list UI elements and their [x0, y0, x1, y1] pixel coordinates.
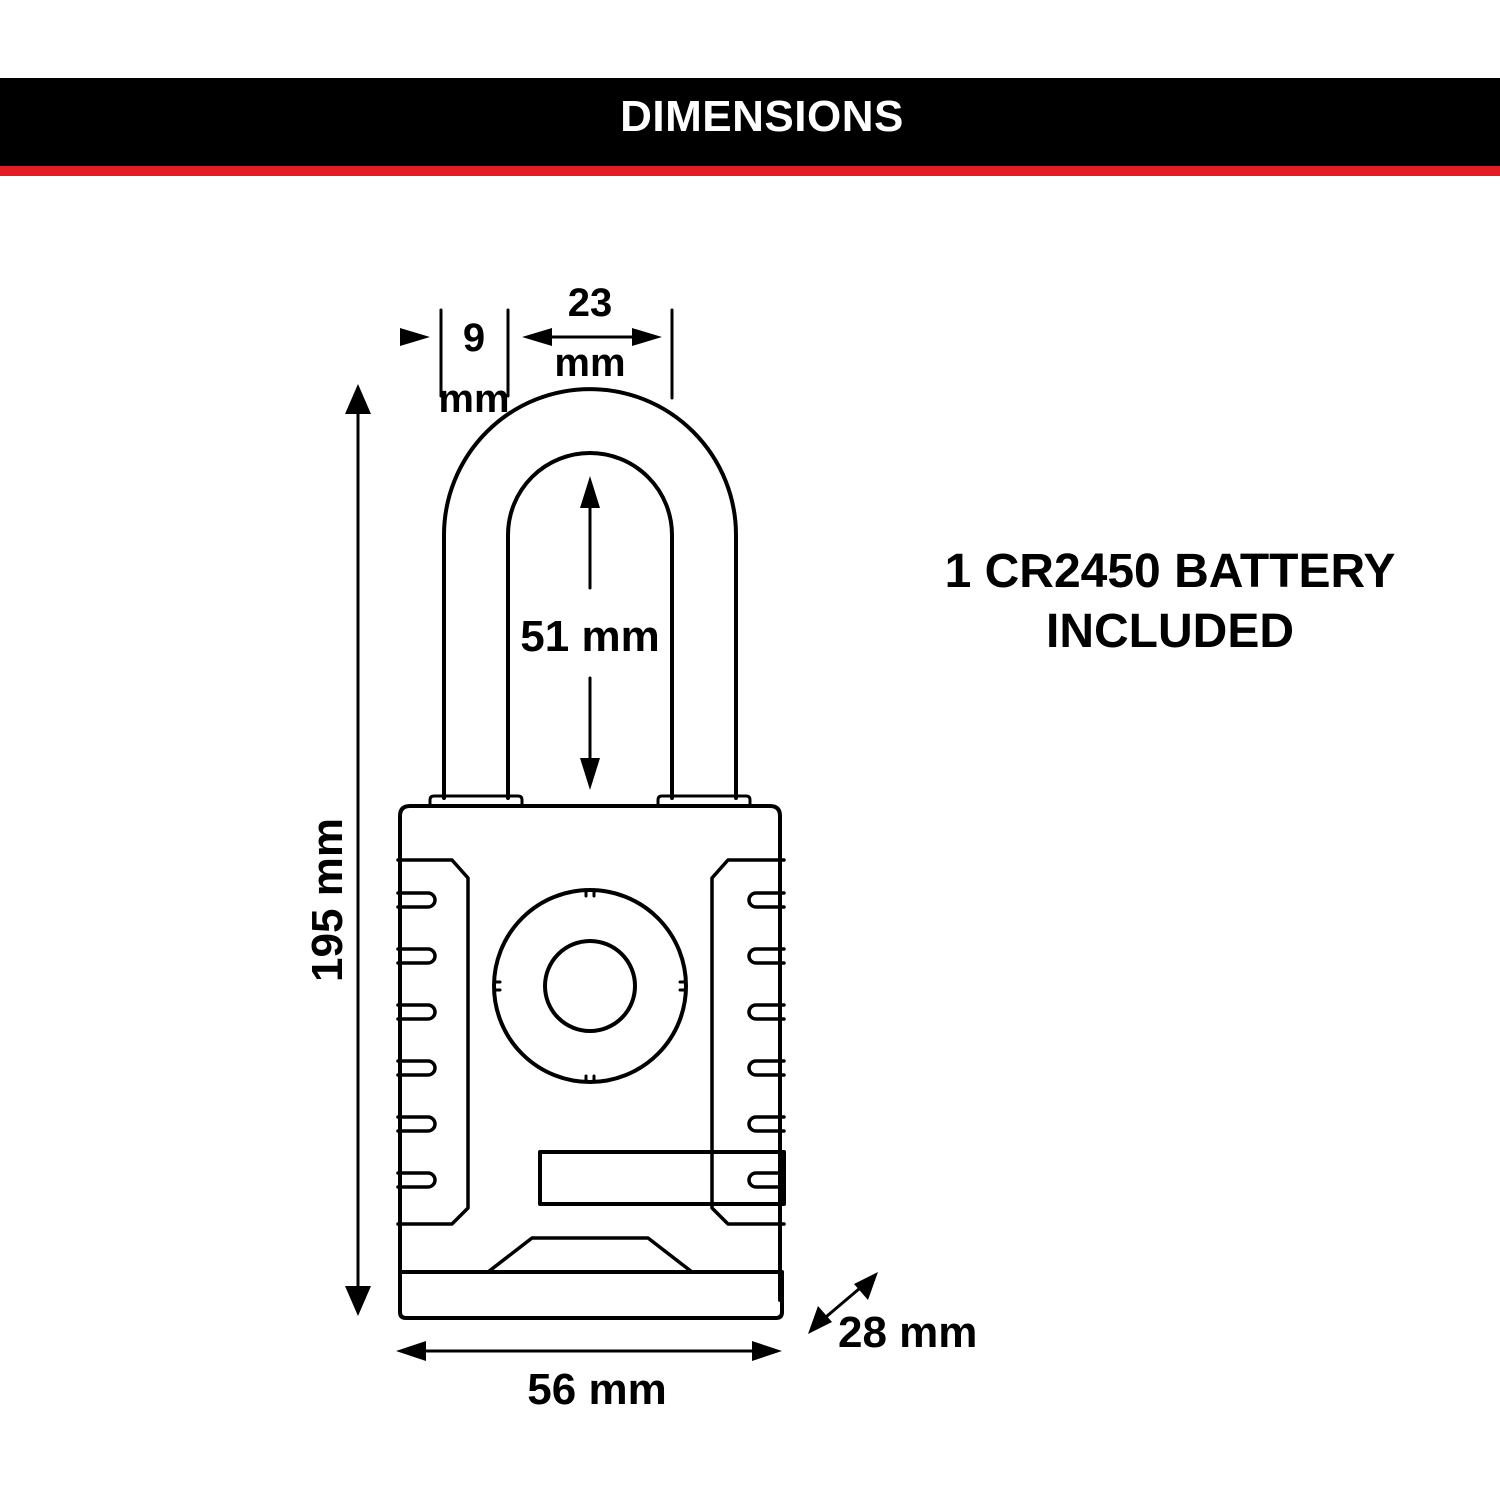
depth-arrow-bottom	[808, 1306, 832, 1334]
dimension-labels: 9 mm 23 mm 51 mm 195 mm 56 mm 28 mm	[303, 281, 977, 1414]
latch-bar	[538, 1150, 786, 1206]
dimension-lines	[356, 308, 868, 1353]
depth-line	[818, 1281, 868, 1324]
dimension-arrows	[345, 328, 878, 1361]
shackle	[442, 387, 738, 800]
depth-arrow-top	[854, 1272, 878, 1300]
width-arrow-left	[396, 1341, 426, 1361]
page-title: DIMENSIONS	[620, 92, 904, 141]
dial-button	[492, 888, 688, 1084]
clearance-arrow-bottom	[580, 758, 600, 790]
battery-note-line-2: INCLUDED	[1046, 605, 1294, 658]
banner-red-stripe	[0, 166, 1500, 176]
shackle-collars	[428, 794, 752, 808]
diameter-arrow	[400, 328, 430, 346]
shackle-diameter-unit: mm	[438, 377, 509, 421]
lock-body	[398, 804, 784, 1320]
height-arrow-bottom	[345, 1286, 371, 1316]
left-grip	[396, 858, 470, 1226]
bottom-bumper	[398, 1236, 784, 1274]
right-grip	[710, 858, 786, 1226]
inner-width-unit: mm	[554, 341, 625, 385]
height-label: 195 mm	[303, 818, 352, 982]
shackle-diameter-value: 9	[463, 316, 485, 360]
clearance-arrow-top	[580, 476, 600, 508]
inner-width-value: 23	[568, 281, 613, 325]
battery-note-line-1: 1 CR2450 BATTERY	[944, 545, 1396, 598]
width-label: 56 mm	[527, 1365, 666, 1414]
depth-label: 28 mm	[838, 1308, 977, 1357]
battery-note: 1 CR2450 BATTERY INCLUDED	[900, 542, 1440, 662]
inner-width-arrow-right	[632, 328, 662, 346]
clearance-label: 51 mm	[520, 612, 659, 661]
width-arrow-right	[752, 1341, 782, 1361]
title-banner: DIMENSIONS	[0, 78, 1500, 166]
height-arrow-top	[345, 384, 371, 414]
inner-width-arrow-left	[522, 328, 552, 346]
